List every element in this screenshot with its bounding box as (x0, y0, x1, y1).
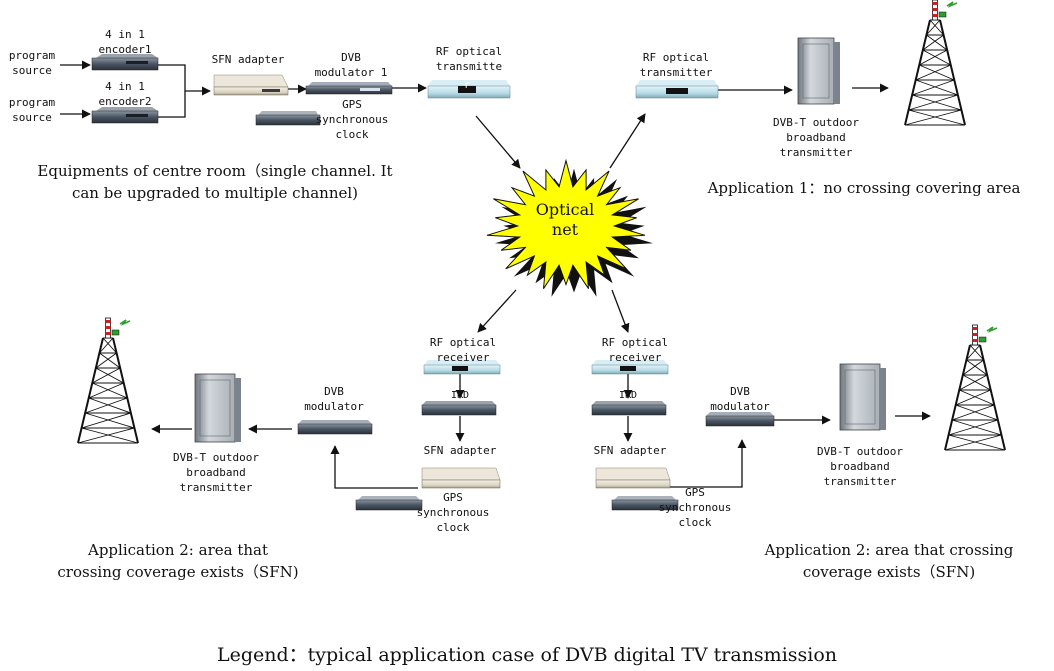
left-ird-device (421, 401, 497, 416)
left-app2-caption: Application 2: area that crossing covera… (57, 541, 299, 581)
arrow-encoders-sfn (158, 64, 186, 118)
right-cabinet-device (839, 363, 886, 431)
left-outdoor-transmitter-label: DVB-T outdoor broadband transmitter (172, 451, 260, 494)
left-sfn-adapter-label: SFN adapter (423, 444, 497, 457)
program-source-1-label: program source (8, 49, 56, 77)
app1-rf-transmitter-device (635, 80, 719, 99)
arrow-rftx-net (475, 115, 521, 169)
left-rf-receiver-device (423, 360, 501, 375)
encoder2-device (91, 107, 159, 124)
arrow-left-sfn-modulator (330, 445, 418, 489)
left-dvb-modulator-device (297, 420, 373, 435)
right-sfn-adapter-label: SFN adapter (593, 444, 667, 457)
right-ird-label: IRD (618, 390, 638, 401)
connectors (60, 60, 931, 489)
right-outdoor-transmitter-label: DVB-T outdoor broadband transmitter (816, 445, 904, 488)
tower-app1-icon (904, 0, 966, 126)
sfn-adapter-device (213, 74, 289, 96)
right-app2-caption: Application 2: area that crossing covera… (764, 541, 1014, 581)
arrow-net-app1 (609, 113, 646, 169)
left-cabinet-device (194, 373, 241, 443)
rf-transmitter-label: RF optical transmitte (435, 45, 503, 73)
right-gps-clock-device (611, 496, 679, 511)
right-dvb-modulator-device (705, 412, 775, 427)
dvb-modulator-device (305, 82, 393, 95)
sfn-adapter-label: SFN adapter (211, 53, 285, 66)
app1-caption: Application 1：no crossing covering area (707, 179, 1021, 197)
left-gps-clock-device (355, 496, 423, 511)
encoder2-label: 4 in 1 encoder2 (98, 80, 152, 108)
right-ird-device (591, 401, 667, 416)
optical-net-starburst (486, 158, 653, 297)
gps-clock-device (255, 111, 321, 126)
right-rf-receiver-label: RF optical receiver (601, 336, 669, 364)
program-source-2-label: program source (8, 96, 56, 124)
right-gps-clock-label: GPS synchronous clock (658, 486, 732, 529)
encoder1-label: 4 in 1 encoder1 (98, 28, 152, 56)
left-dvb-modulator-label: DVB modulator (304, 385, 364, 413)
right-dvb-modulator-label: DVB modulator (710, 385, 770, 413)
right-sfn-adapter-device (595, 467, 671, 489)
app1-rf-transmitter-label: RF optical transmitter (639, 51, 713, 79)
arrow-net-rightrx (611, 289, 630, 333)
arrow-net-leftrx (477, 289, 517, 333)
legend-caption: Legend：typical application case of DVB d… (216, 644, 838, 666)
optical-net-label: Optical net (535, 200, 595, 239)
centre-room-caption: Equipments of centre room（single channel… (37, 162, 393, 202)
rf-transmitter-screen-text: r (463, 80, 471, 91)
right-rf-receiver-device (591, 360, 669, 375)
tower-left-icon (77, 317, 139, 444)
rf-optical-transmitter-device (427, 80, 511, 99)
encoder1-device (91, 54, 159, 71)
left-gps-clock-label: GPS synchronous clock (416, 491, 490, 534)
app1-outdoor-transmitter-label: DVB-T outdoor broadband transmitter (772, 116, 860, 159)
dvb-modulator-label: DVB modulator 1 (314, 51, 388, 79)
left-ird-label: IRD (450, 390, 470, 401)
arrow-right-sfn-modulator (670, 439, 747, 488)
app1-cabinet-device (797, 37, 840, 105)
left-sfn-adapter-device (421, 467, 501, 489)
gps-clock-label: GPS synchronous clock (315, 98, 389, 141)
tower-right-icon (944, 324, 1006, 451)
left-rf-receiver-label: RF optical receiver (429, 336, 497, 364)
